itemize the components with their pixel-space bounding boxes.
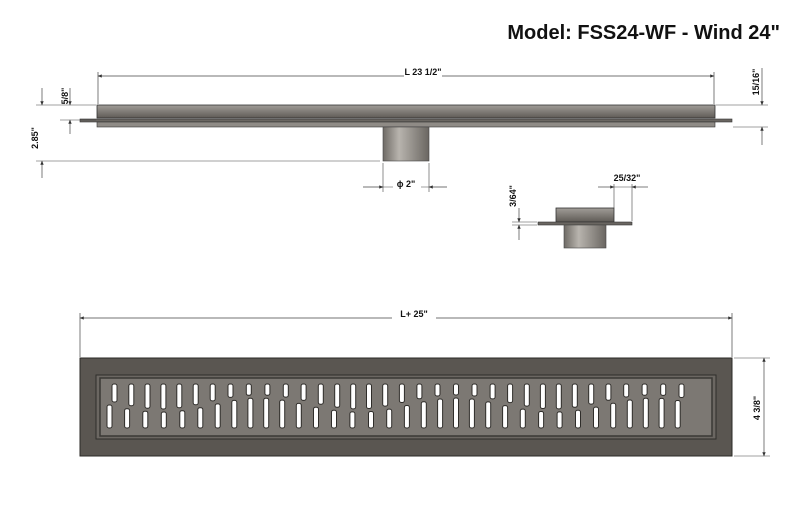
grate-slot (642, 397, 649, 429)
grate-slot (626, 399, 633, 429)
grate-slot (331, 409, 337, 429)
grate-slot (214, 403, 221, 429)
grate-slot (334, 383, 341, 408)
grate-slot (571, 383, 578, 408)
grate-slot (434, 383, 441, 397)
grate-slot (106, 404, 113, 429)
grate-slot (660, 383, 667, 396)
grate-slot (382, 383, 389, 407)
grate-slot (403, 405, 410, 429)
grate-slot (416, 383, 423, 400)
grate-slot (610, 402, 617, 429)
grate-slot (317, 383, 324, 405)
grate-slot (245, 383, 252, 396)
grate-slot (264, 383, 271, 396)
grate-slot (453, 383, 459, 396)
depth-label: 2.85" (30, 127, 40, 149)
grate-slot (507, 383, 514, 404)
grate-slot (231, 399, 238, 429)
grate-slot (489, 383, 496, 400)
grate-slot (539, 383, 546, 409)
grate-slot (179, 410, 186, 429)
grate-slot (197, 407, 204, 429)
grate-slot (368, 411, 374, 429)
section-width-label: 25/32" (614, 173, 641, 183)
grate-slot (386, 408, 393, 429)
grate-slot (128, 383, 135, 407)
section-view: 25/32" 3/64" (508, 173, 648, 249)
grate-slot (144, 383, 151, 409)
grate-slot (453, 397, 459, 429)
drain-outlet (382, 126, 430, 162)
grate-slot (678, 383, 685, 398)
grate-slots (106, 383, 685, 429)
section-flange (537, 221, 633, 226)
flange-label: 5/8" (60, 88, 70, 105)
grate-slot (209, 383, 216, 402)
grate-slot (160, 411, 167, 429)
length-label: L 23 1/2" (404, 67, 441, 77)
grate-slot (192, 383, 199, 406)
grate-slot (282, 383, 289, 398)
grate-slot (555, 383, 562, 410)
total-length-label: L+ 25" (400, 309, 428, 319)
grate-slot (641, 383, 648, 396)
grate-slot (366, 383, 372, 409)
width-label: 4 3/8" (752, 396, 762, 420)
side-view: L 23 1/2" 5/8" 2.85" 15 (30, 66, 768, 192)
grate-slot (160, 383, 167, 410)
grate-slot (263, 397, 270, 429)
top-view: L+ 25" 4 3/8" (79, 308, 770, 457)
grate-slot (295, 402, 302, 429)
grate-slot (398, 383, 405, 403)
grate-slot (437, 398, 444, 429)
grate-slot (623, 383, 630, 398)
grate-slot (502, 405, 509, 429)
grate-slot (538, 411, 545, 429)
grate-slot (349, 411, 356, 429)
grate-slot (674, 400, 681, 429)
section-outlet (563, 224, 607, 249)
section-channel (555, 207, 615, 223)
grate-slot (350, 383, 357, 410)
grate-slot (485, 401, 492, 429)
grate-slot (523, 383, 530, 407)
grate-slot (176, 383, 183, 409)
model-title: Model: FSS24-WF - Wind 24" (507, 22, 780, 44)
grate-slot (313, 406, 319, 429)
grate-slot (111, 383, 118, 403)
height-label: 15/16" (751, 69, 761, 96)
grate-slot (468, 398, 475, 429)
grate-slot (247, 397, 254, 429)
grate-slot (420, 401, 427, 429)
grate-slot (471, 383, 478, 397)
grate-slot (575, 409, 581, 429)
grate-slot (279, 399, 286, 429)
grate-slot (142, 410, 149, 429)
grate-slot (658, 397, 665, 429)
grate-slot (300, 383, 307, 401)
channel-bottom (96, 121, 716, 128)
grate-slot (519, 408, 526, 429)
grate-slot (556, 411, 563, 429)
grate-slot (227, 383, 234, 398)
grate-slot (588, 383, 595, 405)
outlet-diameter-label: ϕ 2" (397, 179, 416, 189)
flange (79, 118, 733, 123)
grate-slot (124, 408, 131, 429)
grate-slot (593, 406, 599, 429)
section-height-label: 3/64" (508, 185, 518, 207)
grate-slot (605, 383, 612, 401)
channel-body (96, 104, 716, 119)
